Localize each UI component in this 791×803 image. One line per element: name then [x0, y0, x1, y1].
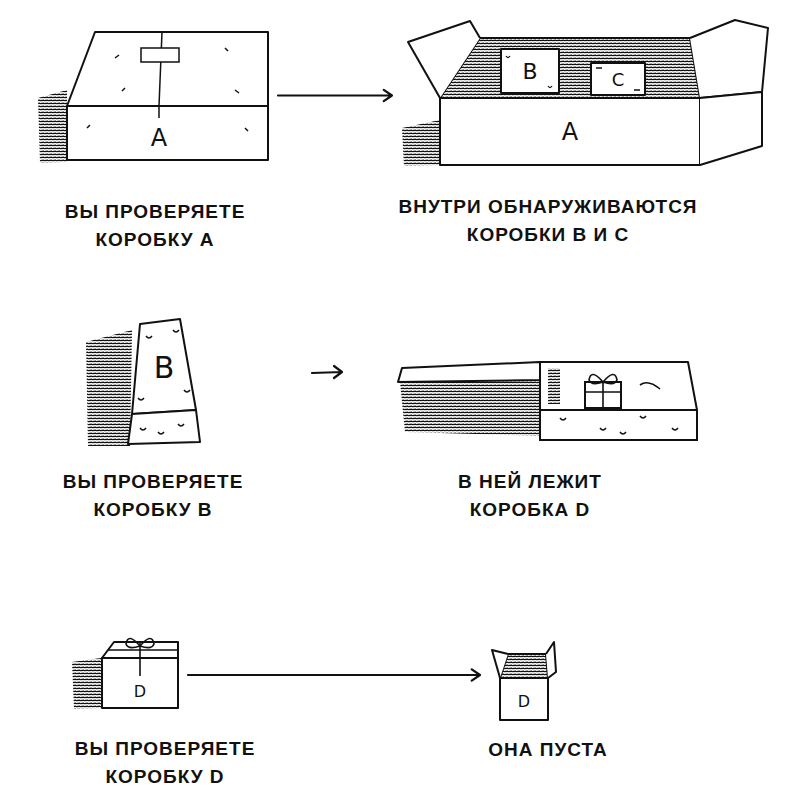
box-dots: [560, 416, 678, 434]
inner-box: B: [500, 48, 560, 94]
box-letter: A: [562, 120, 578, 144]
caption: ВЫ ПРОВЕРЯЕТЕ КОРОБКУ A: [50, 198, 260, 254]
shadow-hatching: [72, 658, 101, 709]
open-box: A B C: [400, 18, 770, 168]
shadow-hatching: [402, 120, 440, 166]
closed-box: A: [65, 28, 270, 163]
box-interior: [548, 368, 560, 404]
caption: В НЕЙ ЛЕЖИТ КОРОБКА D: [430, 468, 630, 524]
box-letter: B: [522, 61, 537, 83]
caption: ВЫ ПРОВЕРЯЕТЕ КОРОБКУ B: [48, 468, 258, 524]
box-outline: [400, 18, 770, 168]
step-arrow: [278, 90, 392, 101]
box-letter: A: [151, 126, 167, 150]
caption: ОНА ПУСТА: [448, 736, 648, 764]
box-interior: [540, 362, 697, 410]
box-flap: [398, 362, 540, 382]
box-letter: D: [518, 694, 530, 710]
caption: ВЫ ПРОВЕРЯЕТЕ КОРОБКУ D: [60, 735, 270, 791]
box-outline: [65, 28, 270, 163]
gift-bow: [585, 374, 660, 408]
gift-box: D: [100, 638, 180, 710]
box-letter: C: [612, 71, 625, 89]
step-arrow: [188, 669, 480, 680]
box-letter: D: [134, 684, 146, 700]
step-arrow: [312, 366, 342, 378]
shadow-hatching: [38, 90, 67, 163]
open-box: D: [488, 640, 558, 722]
shadow-hatching: [86, 330, 132, 446]
caption: ВНУТРИ ОБНАРУЖИВАЮТСЯ КОРОБКИ B И C: [368, 193, 728, 249]
shadow-hatching: [400, 380, 540, 436]
standing-box: B: [118, 318, 203, 446]
box-front: [540, 410, 697, 440]
box-letter: B: [154, 353, 175, 383]
inner-box: C: [590, 62, 646, 96]
